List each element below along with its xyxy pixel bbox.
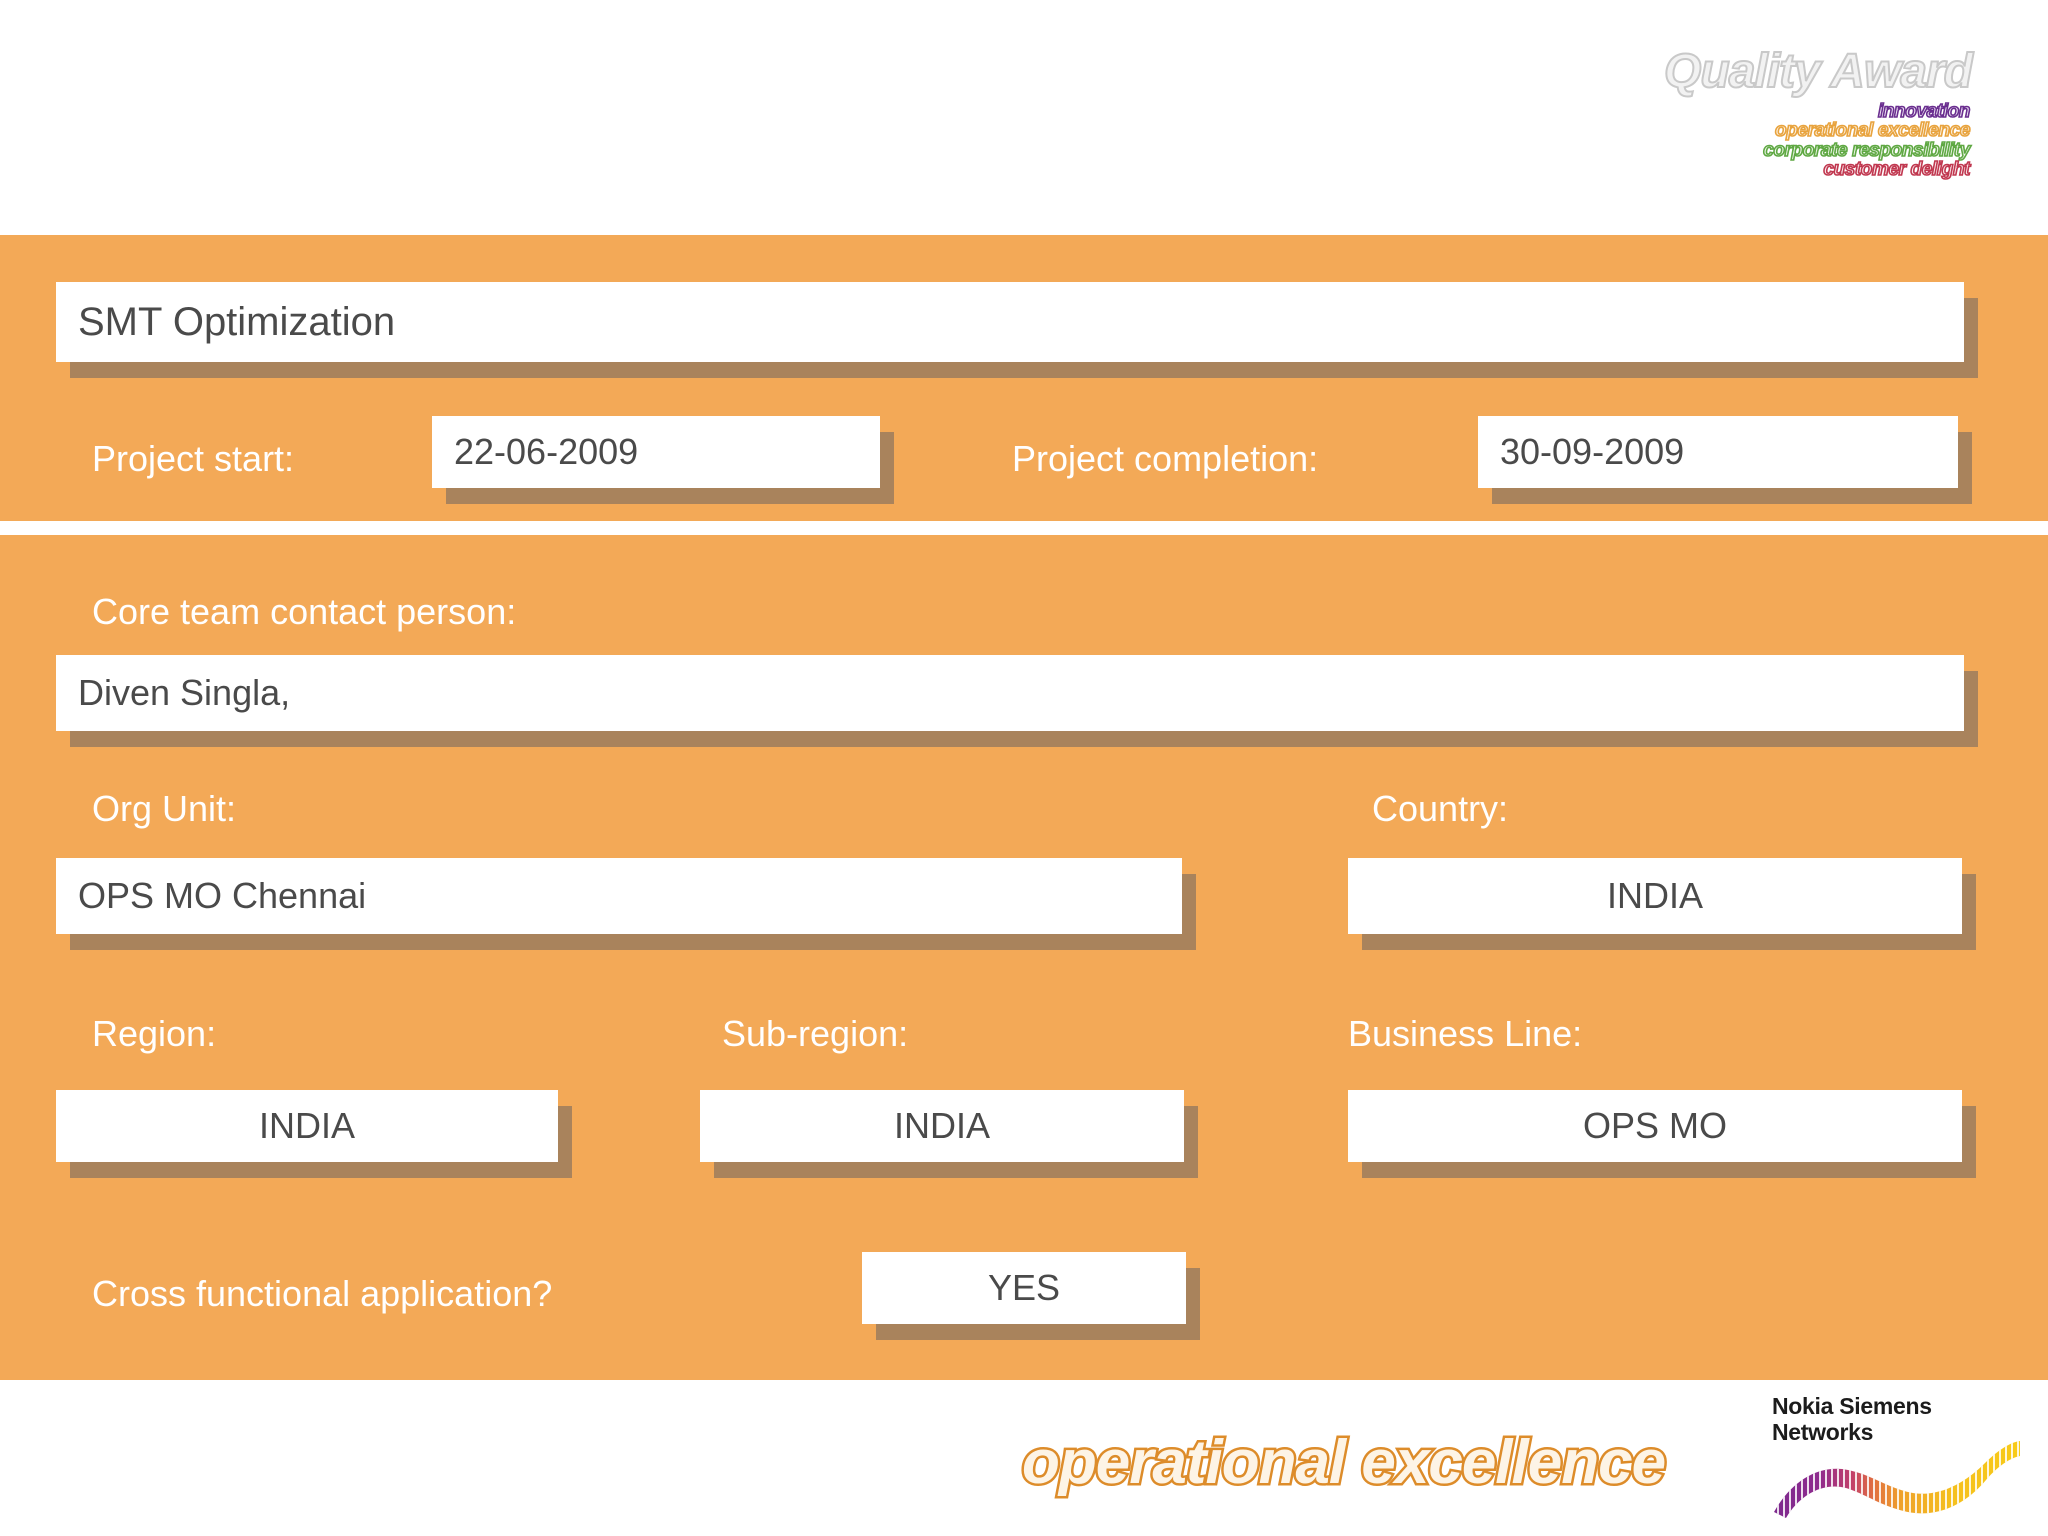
project-start-label: Project start: (92, 438, 295, 479)
tagline-corporate-responsibility: corporate responsibility (1762, 139, 1971, 161)
cross-functional-application-field[interactable]: YES (862, 1252, 1186, 1324)
tagline-operational-excellence: operational excellence (1774, 120, 1971, 142)
quality-award-title: Quality Award (1663, 45, 1974, 98)
header-bar: Quality Award innovation operational exc… (0, 0, 2048, 235)
core-team-contact-field[interactable]: Diven Singla, (56, 655, 1964, 731)
quality-award-logo: Quality Award innovation operational exc… (1556, 45, 1976, 181)
nsn-company-line1: Nokia Siemens (1772, 1393, 1932, 1419)
business-line-field[interactable]: OPS MO (1348, 1090, 1962, 1162)
org-unit-label: Org Unit: (92, 788, 237, 829)
region-label: Region: (92, 1013, 217, 1054)
project-start-field[interactable]: 22-06-2009 (432, 416, 880, 488)
country-label: Country: (1372, 788, 1509, 829)
nsn-wave-icon (1774, 1441, 2020, 1518)
core-team-contact-label: Core team contact person: (92, 591, 517, 632)
operational-excellence-wordmark: operational excellence (1019, 1428, 1668, 1497)
project-title-field[interactable]: SMT Optimization (56, 282, 1964, 362)
project-completion-label: Project completion: (1012, 438, 1319, 479)
business-line-label: Business Line: (1348, 1013, 1583, 1054)
quality-award-taglines: innovation operational excellence corpor… (1556, 101, 1976, 181)
cross-functional-application-label: Cross functional application? (92, 1273, 553, 1314)
footer-bar (0, 1380, 2048, 1536)
org-unit-field[interactable]: OPS MO Chennai (56, 858, 1182, 934)
project-completion-field[interactable]: 30-09-2009 (1478, 416, 1958, 488)
nokia-siemens-networks-logo: Nokia Siemens Networks (1768, 1392, 2048, 1522)
tagline-customer-delight: customer delight (1823, 159, 1972, 181)
nsn-company-line2: Networks (1772, 1418, 1874, 1445)
tagline-innovation: innovation (1877, 101, 1971, 122)
nsn-company-name: Nokia Siemens Networks (1772, 1393, 1932, 1446)
sub-region-label: Sub-region: (722, 1013, 909, 1054)
region-field[interactable]: INDIA (56, 1090, 558, 1162)
sub-region-field[interactable]: INDIA (700, 1090, 1184, 1162)
country-field[interactable]: INDIA (1348, 858, 1962, 934)
